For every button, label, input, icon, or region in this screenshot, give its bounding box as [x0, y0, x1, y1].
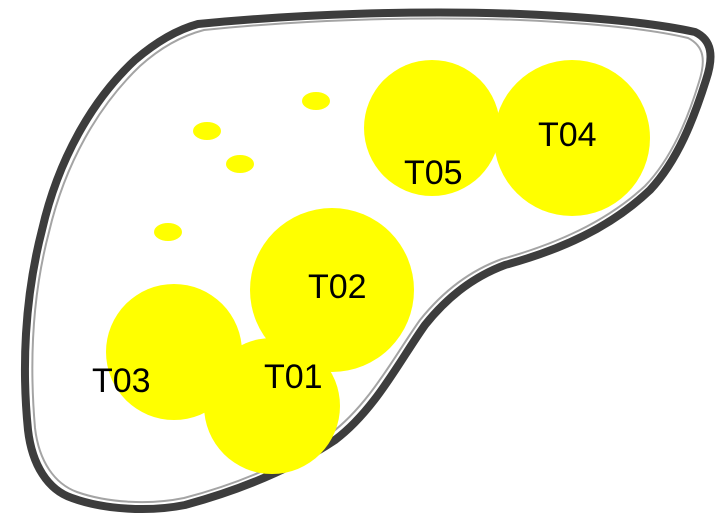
small-lesion	[193, 122, 221, 140]
small-lesion	[226, 155, 254, 173]
tumor-t04	[494, 60, 650, 216]
tumor-label-t04: T04	[538, 116, 597, 154]
tumor-label-t02: T02	[308, 268, 367, 306]
tumor-t02	[250, 208, 414, 372]
liver-outline-inner	[31, 17, 704, 504]
tumor-t05	[364, 60, 500, 196]
tumor-label-t01: T01	[264, 358, 323, 396]
tumor-t01	[204, 338, 340, 474]
liver-outline	[20, 8, 715, 514]
small-lesion	[154, 223, 182, 241]
small-lesion	[302, 92, 330, 110]
tumor-label-t03: T03	[92, 362, 151, 400]
tumor-label-t05: T05	[404, 154, 463, 192]
